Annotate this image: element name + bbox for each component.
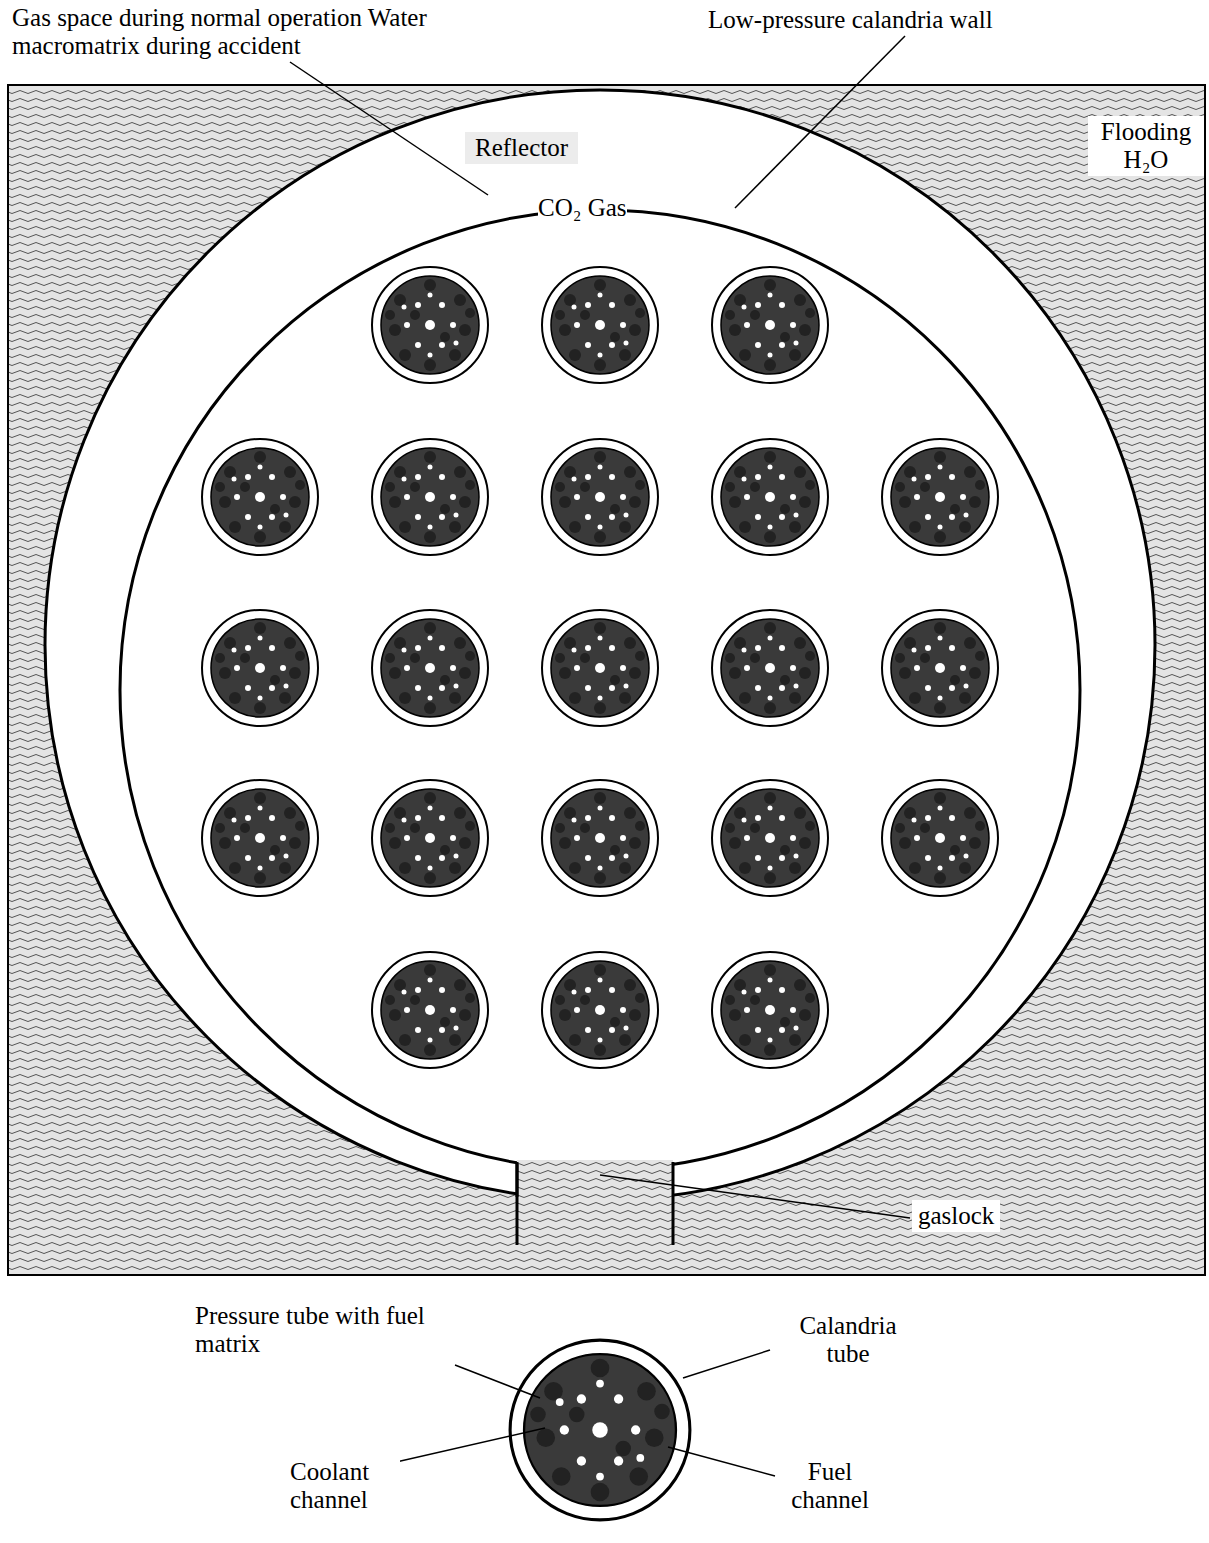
fuel-channel-symbol [372, 439, 488, 555]
fuel-channel-symbol [372, 780, 488, 896]
fuel-channel-symbol [712, 952, 828, 1068]
fuel-channel-symbol [202, 610, 318, 726]
fuel-channel-symbol [882, 439, 998, 555]
fuel-channel-symbol [202, 439, 318, 555]
part-label: Fuel channel [780, 1458, 880, 1514]
part-label: Low-pressure calandria wall [708, 6, 1088, 34]
part-label: Pressure tube with fuel matrix [195, 1302, 465, 1358]
part-label: Calandria tube [778, 1312, 918, 1368]
fuel-channel-symbol [542, 267, 658, 383]
part-label: Coolant channel [290, 1458, 400, 1514]
fuel-channel-symbol [372, 267, 488, 383]
fuel-channel-symbol [542, 952, 658, 1068]
fuel-channel-symbol [882, 610, 998, 726]
part-label: Reflector [465, 132, 578, 164]
region-label: Flooding H₂O [1088, 116, 1204, 176]
fuel-channel-symbol [202, 780, 318, 896]
fuel-channel-symbol [542, 439, 658, 555]
fuel-channel-symbol [712, 267, 828, 383]
fuel-channel-symbol [542, 610, 658, 726]
part-label: CO₂ Gas [538, 194, 627, 222]
fuel-channel-symbol [712, 780, 828, 896]
part-label: gaslock [912, 1200, 1000, 1232]
note-label: Gas space during normal operation Water … [12, 4, 532, 60]
fuel-channel-symbol [372, 610, 488, 726]
fuel-channel-symbol [712, 610, 828, 726]
fuel-channel-symbol [712, 439, 828, 555]
fuel-channel-symbol [882, 780, 998, 896]
fuel-channel-symbol [542, 780, 658, 896]
fuel-channel-symbol [372, 952, 488, 1068]
